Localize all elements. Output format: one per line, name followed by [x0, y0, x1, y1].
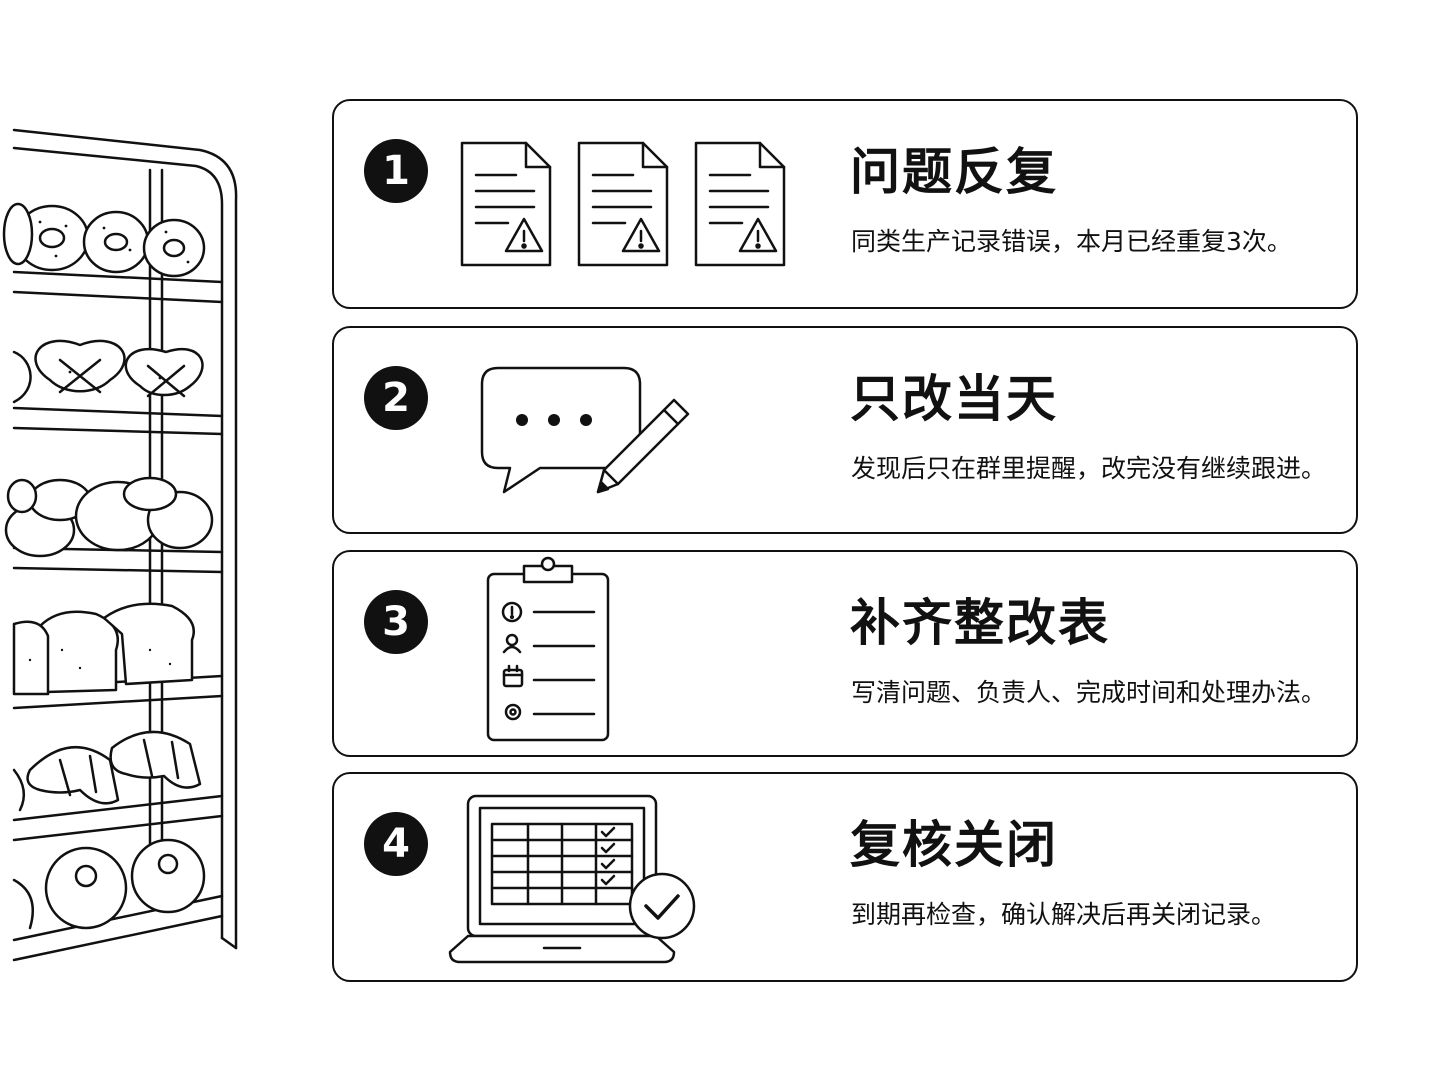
step-card-3: 3 补齐整改表 写清问题、负责人、完成时间和处理办法。: [332, 550, 1358, 757]
clipboard-checklist-icon: [486, 556, 610, 742]
warning-document-icon: [460, 141, 786, 267]
chat-pencil-icon: [480, 366, 690, 494]
step-number-badge: 2: [364, 366, 428, 430]
step-title: 问题反复: [850, 143, 1058, 201]
step-number-badge: 1: [364, 139, 428, 203]
step-description: 发现后只在群里提醒，改完没有继续跟进。: [851, 454, 1327, 483]
bakery-shelf-illustration: [2, 128, 238, 962]
step-title: 只改当天: [850, 370, 1058, 428]
step-card-4: 4 复核关闭 到期再检查，确认解决后再关闭记录。: [332, 772, 1358, 982]
laptop-check-icon: [448, 794, 696, 964]
step-description: 同类生产记录错误，本月已经重复3次。: [851, 227, 1292, 256]
step-number-badge: 3: [364, 590, 428, 654]
step-title: 复核关闭: [850, 816, 1058, 874]
step-number-badge: 4: [364, 812, 428, 876]
step-description: 到期再检查，确认解决后再关闭记录。: [851, 900, 1277, 929]
step-card-2: 2 只改当天 发现后只在群里提醒，改完没有继续跟进。: [332, 326, 1358, 534]
step-title: 补齐整改表: [850, 594, 1110, 652]
step-description: 写清问题、负责人、完成时间和处理办法。: [851, 678, 1327, 707]
step-card-1: 1 问题反复 同类生产记录错误，本月已经重复3次。: [332, 99, 1358, 309]
